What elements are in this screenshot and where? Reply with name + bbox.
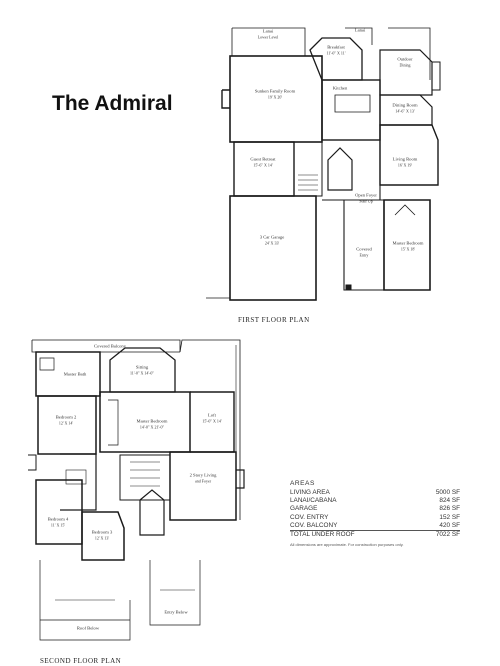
plan-title: The Admiral xyxy=(52,92,173,115)
areas-row: COV. BALCONY 420 SF xyxy=(290,522,460,530)
areas-row: LANAI/CABANA 824 SF xyxy=(290,497,460,505)
areas-note: All dimensions are approximate. For cons… xyxy=(290,542,404,548)
areas-row: LIVING AREA 5000 SF xyxy=(290,489,460,497)
first-floor-caption: FIRST FLOOR PLAN xyxy=(238,316,310,324)
areas-value: 152 SF xyxy=(439,513,460,521)
areas-value: 824 SF xyxy=(439,497,460,505)
room-master-bath: Master Bath xyxy=(63,371,87,377)
room-entry-below: Entry Below xyxy=(164,609,188,615)
areas-divider xyxy=(290,529,460,531)
areas-label: COV. ENTRY xyxy=(290,513,329,521)
room-kitchen: Kitchen xyxy=(332,85,348,91)
areas-value: 5000 SF xyxy=(435,489,460,496)
areas-row: COV. ENTRY 152 SF xyxy=(290,514,460,522)
first-floor-walls xyxy=(206,27,441,301)
room-roof-below: Roof Below xyxy=(76,625,100,631)
areas-total-value: 7022 SF xyxy=(435,530,460,538)
second-floor-caption: SECOND FLOOR PLAN xyxy=(40,657,122,665)
second-floor-walls xyxy=(28,339,245,641)
room-balcony: Covered Balcony xyxy=(93,343,127,349)
areas-value: 826 SF xyxy=(439,505,460,513)
areas-total-row: TOTAL UNDER ROOF 7022 SF xyxy=(290,531,460,539)
areas-heading: AREAS xyxy=(290,480,315,487)
areas-table: AREAS LIVING AREA 5000 SF LANAI/CABANA 8… xyxy=(290,480,460,547)
areas-value: 420 SF xyxy=(439,521,460,529)
areas-label: LANAI/CABANA xyxy=(290,497,337,505)
areas-label: COV. BALCONY xyxy=(290,521,338,529)
areas-label: LIVING AREA xyxy=(290,489,330,496)
room-lanai-right: Lanai xyxy=(354,27,366,33)
areas-total-label: TOTAL UNDER ROOF xyxy=(290,530,355,538)
areas-row: GARAGE 826 SF xyxy=(290,505,460,513)
areas-label: GARAGE xyxy=(290,505,318,513)
